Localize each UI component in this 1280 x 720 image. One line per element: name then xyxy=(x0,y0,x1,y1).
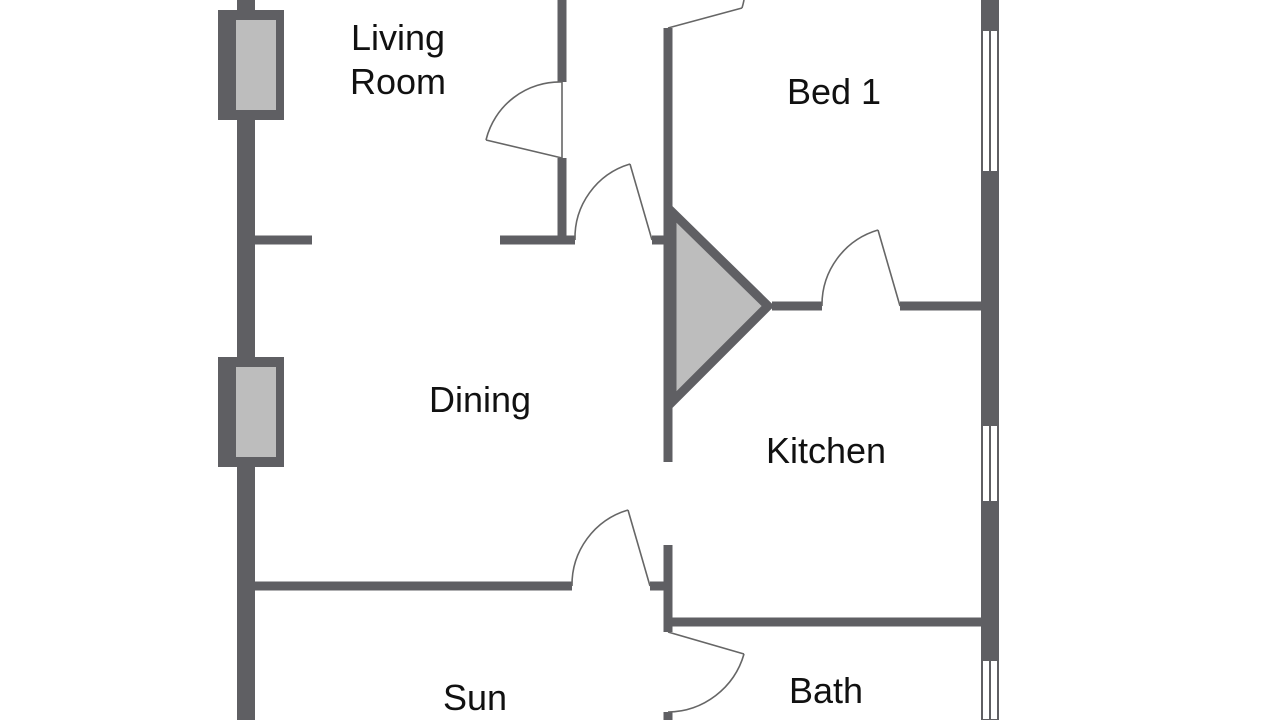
chimney-stack-triangle xyxy=(667,201,775,413)
door-living-closet xyxy=(485,81,563,159)
label-dining: Dining xyxy=(429,379,531,420)
window-bath xyxy=(981,659,999,720)
door-dining-sun xyxy=(571,509,651,587)
window-kitchen xyxy=(981,424,999,503)
chimney-breast-upper xyxy=(218,10,284,120)
label-sun: Sun xyxy=(443,677,507,718)
door-kitchen-bed1 xyxy=(821,229,901,307)
door-hall-living xyxy=(574,163,653,241)
label-living-room-line2: Room xyxy=(350,61,446,102)
label-bed1: Bed 1 xyxy=(787,71,881,112)
window-bed1 xyxy=(981,29,999,173)
label-bath: Bath xyxy=(789,670,863,711)
door-bath xyxy=(667,631,745,713)
chimney-breast-lower xyxy=(218,357,284,467)
label-living-room-line1: Living xyxy=(351,17,445,58)
door-top-hall xyxy=(667,0,745,29)
label-kitchen: Kitchen xyxy=(766,430,886,471)
